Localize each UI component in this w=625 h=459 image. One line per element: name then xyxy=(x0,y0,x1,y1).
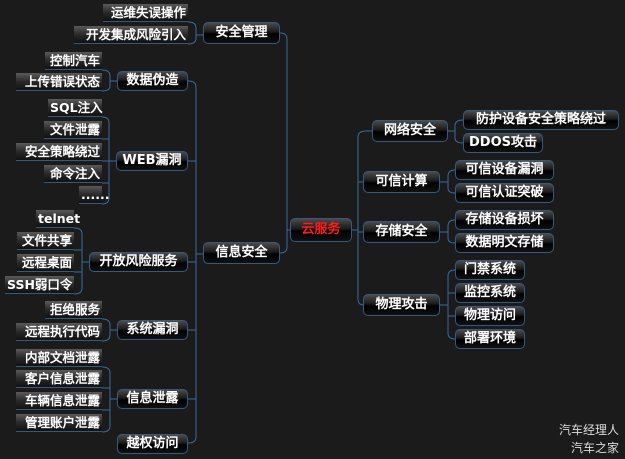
leaf-vehicle-info-leak[interactable]: 车辆信息泄露 xyxy=(16,392,102,410)
leaf-dos[interactable]: 拒绝服务 xyxy=(45,301,102,319)
node-system-vuln[interactable]: 系统漏洞 xyxy=(117,320,188,340)
leaf-physical-access[interactable]: 物理访问 xyxy=(455,306,525,326)
leaf-internal-doc-leak[interactable]: 内部文档泄露 xyxy=(16,349,102,367)
leaf-remote-desktop[interactable]: 远程桌面 xyxy=(17,254,74,272)
leaf-telnet[interactable]: telnet xyxy=(36,210,81,228)
node-open-risk-services[interactable]: 开放风险服务 xyxy=(89,252,188,272)
node-privilege-escalation[interactable]: 越权访问 xyxy=(117,434,188,454)
leaf-policy-bypass[interactable]: 安全策略绕过 xyxy=(16,143,102,161)
leaf-file-sharing[interactable]: 文件共享 xyxy=(17,232,74,250)
leaf-access-control[interactable]: 门禁系统 xyxy=(455,260,525,280)
watermark-line-1: 汽车经理人 xyxy=(558,423,619,437)
leaf-sql-injection[interactable]: SQL注入 xyxy=(48,99,103,117)
leaf-ssh-weak-password[interactable]: SSH弱口令 xyxy=(5,276,74,294)
leaf-command-injection[interactable]: 命令注入 xyxy=(44,165,102,183)
leaf-protection-policy-bypass[interactable]: 防护设备安全策略绕过 xyxy=(463,110,619,130)
node-web-vuln[interactable]: WEB漏洞 xyxy=(116,151,188,171)
leaf-ddos[interactable]: DDOS攻击 xyxy=(463,133,543,153)
leaf-deployment-env[interactable]: 部署环境 xyxy=(455,329,525,349)
leaf-rce[interactable]: 远程执行代码 xyxy=(16,323,102,341)
node-info-leak[interactable]: 信息泄露 xyxy=(117,389,188,409)
node-safety-management[interactable]: 安全管理 xyxy=(203,22,280,44)
leaf-ops-error[interactable]: 运维失误操作 xyxy=(103,4,188,22)
leaf-trusted-auth-break[interactable]: 可信认证突破 xyxy=(455,183,554,203)
root-node-cloud-service[interactable]: 云服务 xyxy=(290,218,352,242)
watermark-line-2: 汽车之家 xyxy=(570,441,619,455)
node-trusted-computing[interactable]: 可信计算 xyxy=(363,171,440,193)
leaf-dev-integration-risk[interactable]: 开发集成风险引入 xyxy=(74,26,188,44)
node-physical-attack[interactable]: 物理攻击 xyxy=(363,294,440,316)
leaf-file-leak[interactable]: 文件泄露 xyxy=(44,121,102,139)
leaf-monitoring[interactable]: 监控系统 xyxy=(455,283,525,303)
leaf-trusted-device-vuln[interactable]: 可信设备漏洞 xyxy=(455,160,554,180)
leaf-upload-error-state[interactable]: 上传错误状态 xyxy=(16,73,102,91)
node-info-security[interactable]: 信息安全 xyxy=(203,242,280,264)
leaf-more[interactable]: ...... xyxy=(79,186,110,204)
leaf-customer-info-leak[interactable]: 客户信息泄露 xyxy=(16,370,102,388)
node-network-security[interactable]: 网络安全 xyxy=(372,120,448,142)
node-data-forgery[interactable]: 数据伪造 xyxy=(117,71,188,91)
leaf-control-car[interactable]: 控制汽车 xyxy=(45,52,102,70)
leaf-storage-damage[interactable]: 存储设备损坏 xyxy=(455,210,554,230)
node-storage-security[interactable]: 存储安全 xyxy=(363,221,440,243)
leaf-plaintext-storage[interactable]: 数据明文存储 xyxy=(455,233,554,253)
leaf-admin-account-leak[interactable]: 管理账户泄露 xyxy=(16,414,102,432)
